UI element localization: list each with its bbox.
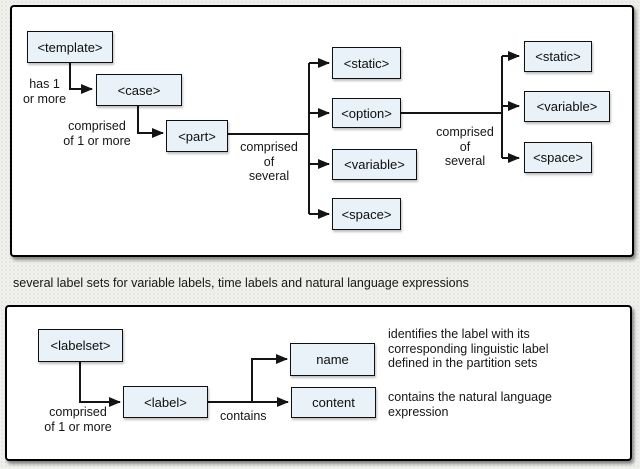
edge-label-comprised-of-1-or-more: comprised of 1 or more	[63, 119, 131, 148]
node-option: <option>	[332, 98, 401, 128]
node-part: <part>	[166, 120, 228, 152]
node-label: <label>	[123, 386, 208, 418]
node-template: <template>	[27, 31, 113, 63]
note-name: identifies the label with its correspond…	[388, 327, 549, 371]
node-variable-2: <variable>	[524, 91, 610, 122]
node-space-1: <space>	[332, 198, 401, 230]
node-variable-1: <variable>	[332, 149, 417, 180]
node-case: <case>	[96, 74, 182, 106]
edge-label-has-1-or-more: has 1 or more	[22, 77, 67, 106]
node-content: content	[291, 387, 376, 418]
edge-label-comprised-of-several-2: comprised of several	[436, 125, 494, 168]
note-content: contains the natural language expression	[388, 390, 553, 419]
edge-label-contains: contains	[220, 409, 267, 423]
caption-text: several label sets for variable labels, …	[13, 276, 469, 290]
edge-label-comprised-of-several-1: comprised of several	[240, 140, 298, 183]
template-structure-panel: <template> <case> <part> <static> <optio…	[10, 5, 634, 257]
node-static-2: <static>	[524, 41, 592, 72]
node-labelset: <labelset>	[38, 329, 123, 362]
labelset-structure-panel: <labelset> <label> name content comprise…	[5, 305, 632, 461]
node-space-2: <space>	[524, 142, 592, 173]
edge-label-comprised-of-1-or-more: comprised of 1 or more	[44, 405, 112, 434]
node-name: name	[290, 343, 375, 376]
node-static-1: <static>	[332, 47, 401, 79]
